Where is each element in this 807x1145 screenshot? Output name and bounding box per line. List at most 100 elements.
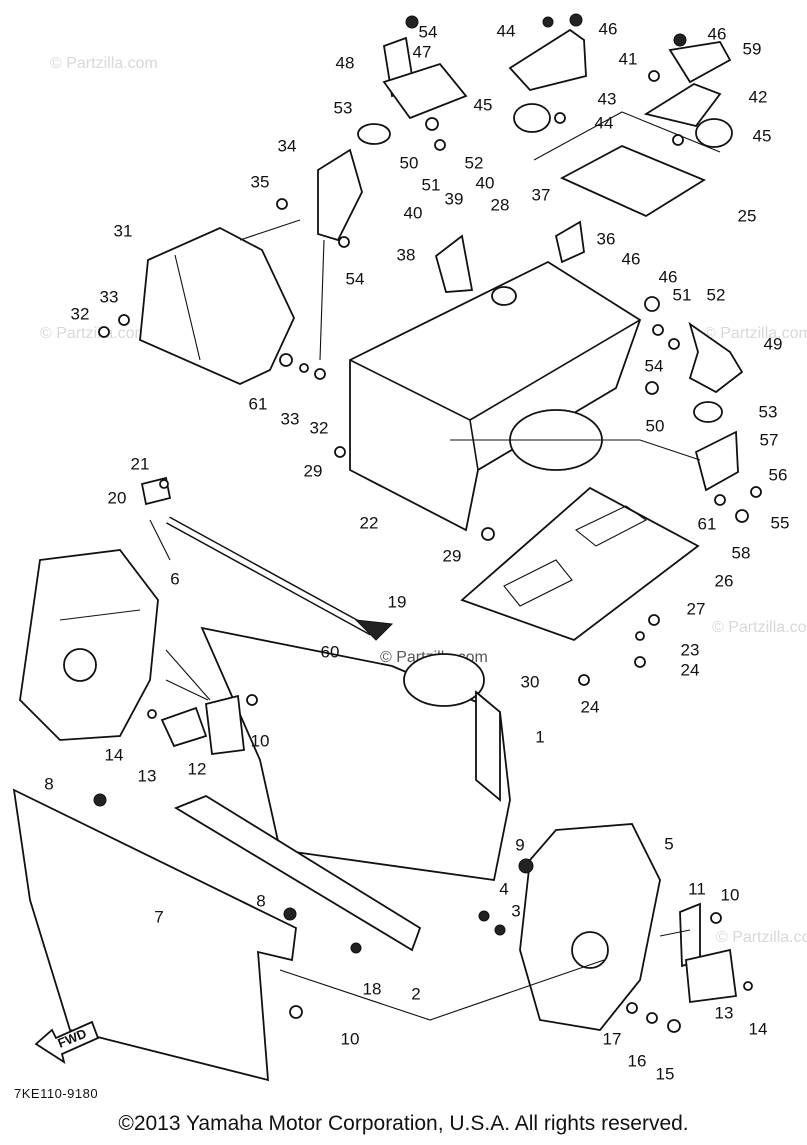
- bolt-15: [667, 1019, 681, 1033]
- scraper-2: [173, 794, 422, 952]
- callout-52: 52: [465, 153, 484, 172]
- callout-46: 46: [599, 19, 618, 38]
- callout-48: 48: [336, 53, 355, 72]
- collar-50: [645, 381, 659, 395]
- washer-33: [299, 363, 309, 373]
- callout-35: 35: [251, 172, 270, 191]
- callout-10: 10: [341, 1029, 360, 1048]
- callout-19: 19: [388, 592, 407, 611]
- washer-16: [646, 1012, 658, 1024]
- callout-6: 6: [170, 569, 179, 588]
- bracket-49: [688, 321, 744, 394]
- bracket-13: [160, 706, 208, 748]
- callout-4: 4: [499, 879, 508, 898]
- skirt-7: [12, 788, 297, 1082]
- callout-23: 23: [681, 640, 700, 659]
- callout-32: 32: [71, 304, 90, 323]
- bolt-51: [434, 139, 446, 151]
- copyright-notice: ©2013 Yamaha Motor Corporation, U.S.A. A…: [118, 1112, 689, 1135]
- bracket-41: [508, 28, 587, 92]
- watermark-text: © Partzilla.com: [712, 619, 807, 636]
- bolt-27: [648, 614, 660, 626]
- leader-lines: [149, 219, 701, 1021]
- callout-26: 26: [715, 571, 734, 590]
- bearing-30: [403, 653, 485, 707]
- callout-45: 45: [474, 95, 493, 114]
- auger-shaft-19: [140, 476, 394, 641]
- callout-47: 47: [413, 42, 432, 61]
- bolt-29: [481, 527, 495, 541]
- nut-44: [542, 16, 554, 28]
- callout-14: 14: [105, 745, 124, 764]
- callout-30: 30: [521, 672, 540, 691]
- nut-24: [578, 674, 590, 686]
- callout-36: 36: [597, 229, 616, 248]
- bolt-32: [314, 368, 326, 380]
- nut-46: [644, 296, 660, 312]
- right-bracket-cluster: [644, 296, 762, 523]
- top-bracket-cluster: [357, 13, 733, 218]
- damper-45-left: [513, 103, 551, 133]
- washer-4: [478, 910, 490, 922]
- callout-17: 17: [603, 1029, 622, 1048]
- watermark-text: © Partzilla.com: [50, 55, 158, 72]
- collar-50: [425, 117, 439, 131]
- side-plate-6: [19, 549, 159, 741]
- washer-44: [672, 134, 684, 146]
- callout-45: 45: [753, 126, 772, 145]
- callout-24: 24: [681, 660, 700, 679]
- callout-54: 54: [346, 269, 365, 288]
- callout-28: 28: [491, 195, 510, 214]
- callout-37: 37: [532, 185, 551, 204]
- callout-57: 57: [760, 430, 779, 449]
- bolt-35: [276, 198, 288, 210]
- callout-46: 46: [622, 249, 641, 268]
- watermark-text: © Partzilla.com: [716, 929, 807, 946]
- callout-55: 55: [771, 513, 790, 532]
- bolt-10: [710, 912, 722, 924]
- bracket-47: [382, 62, 468, 120]
- callout-5: 5: [664, 834, 673, 853]
- bolt-8: [283, 907, 297, 921]
- callout-22: 22: [360, 513, 379, 532]
- callout-51: 51: [673, 285, 692, 304]
- diagram-code: 7KE110-9180: [14, 1086, 99, 1101]
- bracket-59: [668, 41, 732, 84]
- callout-31: 31: [114, 221, 133, 240]
- bolt-43: [648, 70, 660, 82]
- bracket-57: [694, 430, 739, 492]
- nut-9: [518, 858, 534, 874]
- callout-10: 10: [251, 731, 270, 750]
- collar-17: [626, 1002, 638, 1014]
- cover-31: [139, 227, 295, 385]
- callout-13: 13: [138, 766, 157, 785]
- washer-33: [118, 314, 130, 326]
- scraper-and-skirt: [12, 788, 506, 1082]
- callout-13: 13: [715, 1003, 734, 1022]
- callout-46: 46: [659, 267, 678, 286]
- bolt-10: [289, 1005, 303, 1019]
- collar-55: [750, 486, 762, 498]
- bolt-51: [652, 324, 664, 336]
- callout-42: 42: [749, 87, 768, 106]
- callout-7: 7: [154, 907, 163, 926]
- callout-33: 33: [100, 287, 119, 306]
- callout-2: 2: [411, 984, 420, 1003]
- callout-34: 34: [278, 136, 297, 155]
- callout-20: 20: [108, 488, 127, 507]
- bracket-42: [643, 82, 722, 128]
- callout-1: 1: [535, 727, 544, 746]
- bolt-58: [735, 509, 749, 523]
- nut-54: [668, 338, 680, 350]
- callout-29: 29: [443, 546, 462, 565]
- bracket-38: [434, 234, 474, 293]
- plate-25: [559, 145, 706, 218]
- auger-housing-60: [147, 626, 511, 882]
- callout-49: 49: [764, 334, 783, 353]
- callout-14: 14: [749, 1019, 768, 1038]
- callout-32: 32: [310, 418, 329, 437]
- callout-56: 56: [769, 465, 788, 484]
- callout-60: 60: [321, 642, 340, 661]
